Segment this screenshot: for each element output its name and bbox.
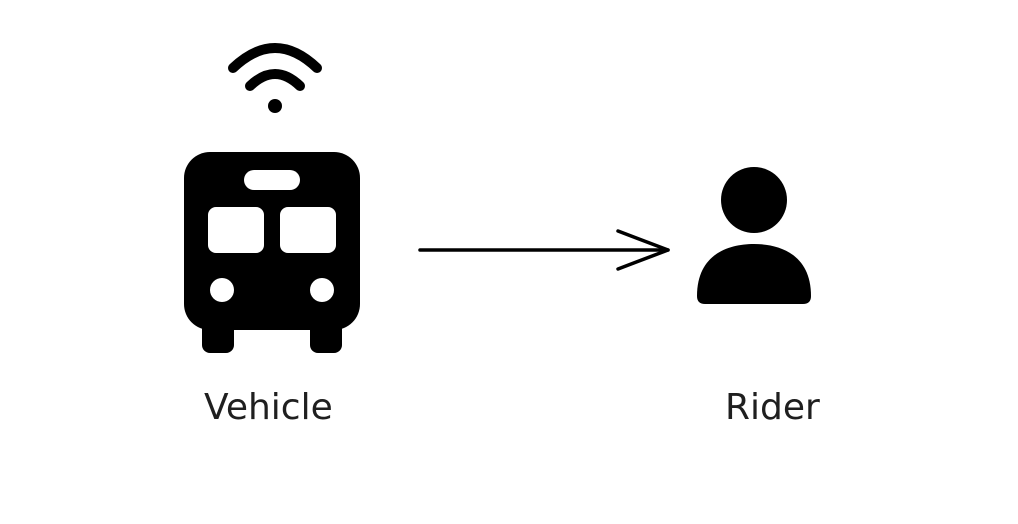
wifi-icon: [228, 43, 322, 113]
rider-label: Rider: [725, 387, 820, 428]
person-icon: [697, 167, 811, 304]
arrow-vehicle-to-rider: [418, 229, 670, 271]
vehicle-label: Vehicle: [204, 387, 333, 428]
bus-icon: [184, 152, 360, 353]
